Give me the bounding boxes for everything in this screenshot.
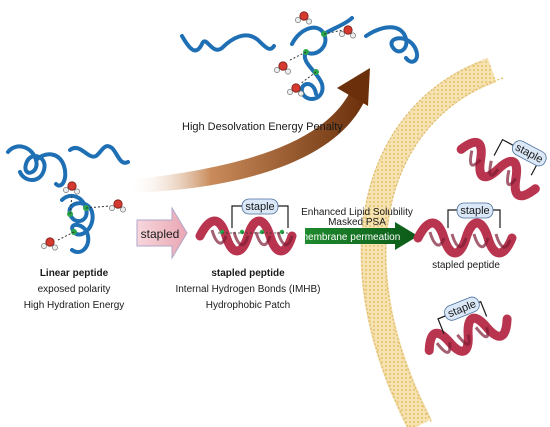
linear-peptide-title: Linear peptide: [40, 268, 109, 279]
water-molecule-icon: [338, 25, 357, 39]
stapled-arrow-label: stapled: [141, 227, 180, 241]
linear-peptide-cluster: [6, 144, 130, 255]
hydrogen-bond-dot-icon: [279, 229, 285, 235]
linear-peptide-line1: exposed polarity: [38, 284, 111, 295]
enhanced-solubility-label: Enhanced Lipid Solubility: [301, 207, 413, 218]
stapled-helix-bottom-right: staple: [424, 296, 512, 356]
staple-tag-center: staple: [245, 201, 274, 213]
water-molecule-icon: [109, 199, 126, 213]
desolvation-label: High Desolvation Energy Penalty: [182, 121, 343, 133]
stapled-peptide-line1: Internal Hydrogen Bonds (IMHB): [175, 284, 320, 295]
stapled-helix-center: staple: [195, 198, 297, 256]
membrane-permeation-label: membrane permeation: [300, 232, 401, 243]
right-stapled-peptide-label: stapled peptide: [432, 260, 500, 271]
hydrogen-bond-dot-icon: [259, 229, 265, 235]
masked-psa-label: Masked PSA: [328, 217, 386, 228]
membrane-permeation-arrow: membrane permeation: [300, 222, 418, 250]
linear-peptide-line2: High Hydration Energy: [24, 300, 125, 311]
water-molecule-icon: [273, 61, 292, 75]
stapled-arrow: stapled: [136, 206, 188, 260]
desolvation-arrow: [128, 68, 370, 193]
staple-tag-right-mid: staple: [460, 205, 489, 217]
hydrogen-bond-dot-icon: [239, 229, 245, 235]
lipid-membrane: [360, 57, 504, 427]
stapled-helix-top-right: staple: [456, 137, 547, 201]
stapled-helix-right: staple: [413, 202, 517, 258]
water-molecule-icon: [63, 181, 80, 195]
stapled-peptide-line2: Hydrophobic Patch: [206, 300, 291, 311]
stapled-peptide-title: stapled peptide: [211, 268, 285, 279]
solvated-linear-peptide: [180, 11, 419, 101]
water-molecule-icon: [294, 11, 313, 25]
water-molecule-icon: [41, 237, 58, 251]
hydrogen-bond-dot-icon: [219, 229, 225, 235]
